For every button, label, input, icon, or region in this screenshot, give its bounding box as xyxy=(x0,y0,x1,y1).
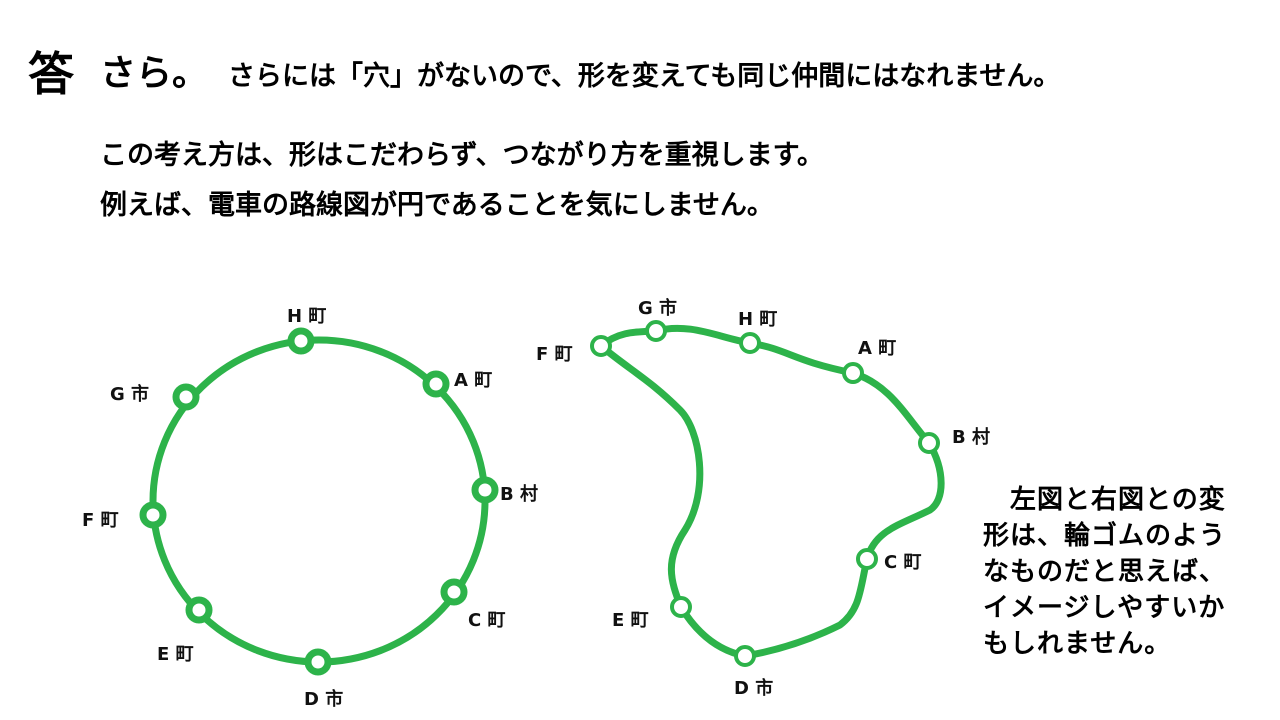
station-label-left: C 町 xyxy=(468,610,505,631)
answer-word: さら。 xyxy=(100,53,209,94)
station-marker-left xyxy=(440,578,468,606)
station-marker-left xyxy=(185,596,213,624)
station-marker-left xyxy=(422,370,450,398)
station-marker-right xyxy=(734,645,756,667)
answer-explanation: さらには「穴」がないので、形を変えても同じ仲間にはなれません。 xyxy=(228,61,1061,92)
station-label-right: B 村 xyxy=(952,426,990,448)
station-label-right: A 町 xyxy=(858,338,896,359)
station-marker-right xyxy=(739,332,761,354)
station-label-right: C 町 xyxy=(884,552,921,573)
station-label-left: H 町 xyxy=(287,306,326,327)
station-marker-left xyxy=(287,327,315,355)
station-label-right: H 町 xyxy=(738,309,777,330)
station-marker-right xyxy=(856,548,878,570)
station-label-left: G 市 xyxy=(110,383,149,405)
station-marker-left xyxy=(172,383,200,411)
concept-text: この考え方は、形はこだわらず、つながり方を重視します。 xyxy=(100,140,824,171)
station-marker-right xyxy=(842,362,864,384)
station-marker-right xyxy=(670,596,692,618)
station-marker-right xyxy=(918,432,940,454)
station-marker-left xyxy=(471,476,499,504)
station-label-left: A 町 xyxy=(454,370,492,391)
station-marker-left xyxy=(304,648,332,676)
answer-mark: 答 xyxy=(28,47,74,101)
station-marker-right xyxy=(590,335,612,357)
side-note: 左図と右図との変形は、輪ゴムのようなものだと思えば、イメージしやすいかもしれませ… xyxy=(983,485,1227,659)
station-label-right: E 町 xyxy=(612,610,649,631)
station-label-left: B 村 xyxy=(500,483,538,505)
station-marker-right xyxy=(645,320,667,342)
station-label-right: F 町 xyxy=(536,344,573,365)
station-label-right: D 市 xyxy=(734,677,773,699)
station-label-right: G 市 xyxy=(638,297,677,319)
example-text: 例えば、電車の路線図が円であることを気にしません。 xyxy=(100,190,774,221)
station-label-left: E 町 xyxy=(157,644,194,665)
deformed-route-line xyxy=(597,324,945,660)
station-marker-left xyxy=(139,501,167,529)
station-label-left: F 町 xyxy=(82,510,119,531)
station-label-left: D 市 xyxy=(304,688,343,710)
